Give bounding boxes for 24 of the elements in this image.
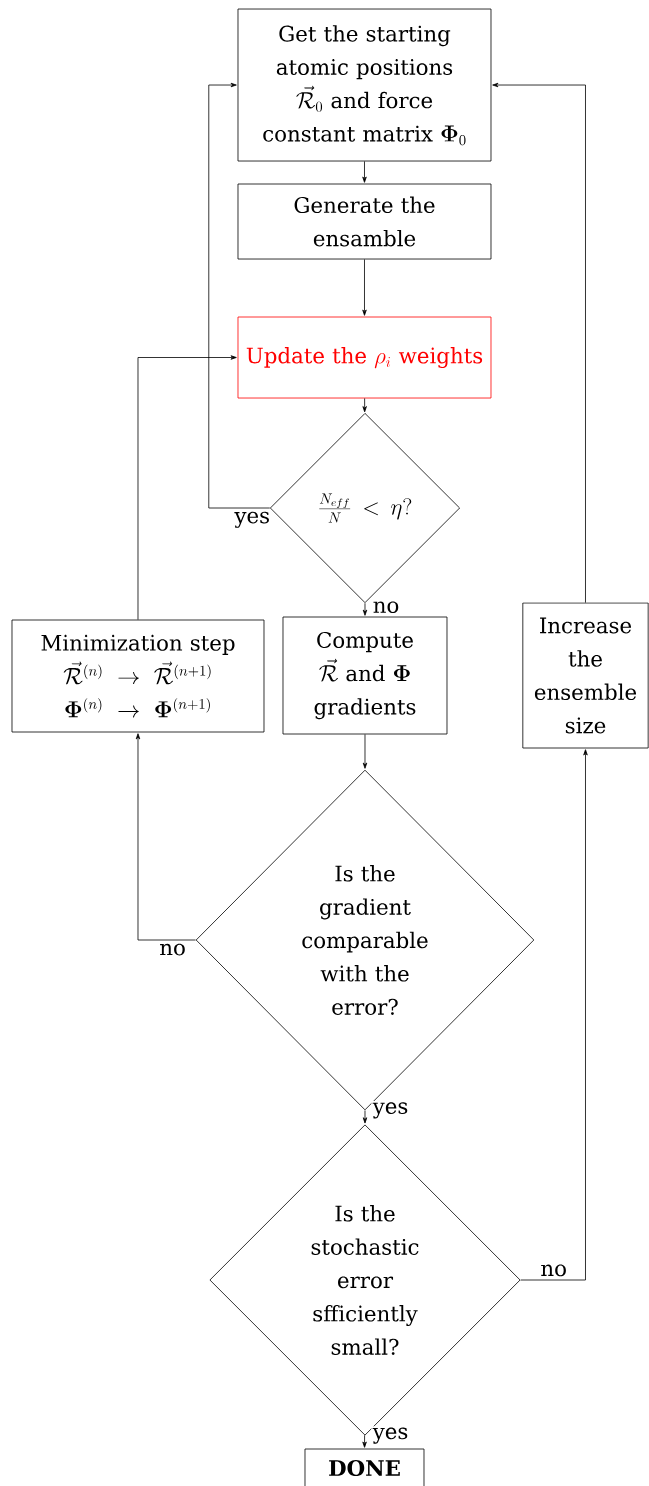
edge-label: no [157,942,188,957]
edge-label: no [539,1263,569,1278]
process-box: Minimization step $\vec{\mathcal{R}}^{(n)} \to \vec{\mathcal{R}}^{(n+1)}$ $\mathbf{\Phi}^{(n)} \to \mathbf{\Phi}^{(n+1)}$ [11,619,265,733]
arrow [362,734,368,769]
process-box: Update the $\rho_i$ weights [237,316,492,399]
arrow [137,355,237,620]
process-box: Compute $\vec{\mathcal{R}}$ and $\mathbf{\Phi}$ gradients [282,616,448,735]
edge-label: yes [371,1101,410,1120]
process-box: Get the starting atomic positions $\vec{\mathcal{R}}_0$ and force constant matrix $\mathbf{\Phi}_0$ [237,8,492,162]
edge-label: yes [371,1426,410,1446]
arrow [362,1110,368,1124]
arrow [208,82,271,509]
arrow [492,82,586,603]
arrow [520,749,588,1281]
arrow [362,602,368,616]
arrow [362,259,367,316]
arrow [362,1434,367,1448]
process-box: DONE [304,1448,425,1486]
process-box: Generate the ensamble [237,183,492,260]
edge-label: yes [233,510,272,530]
arrow [135,733,196,941]
arrow [362,398,367,413]
process-box: Increase the ensemble size [522,602,649,749]
arrow [362,161,367,183]
